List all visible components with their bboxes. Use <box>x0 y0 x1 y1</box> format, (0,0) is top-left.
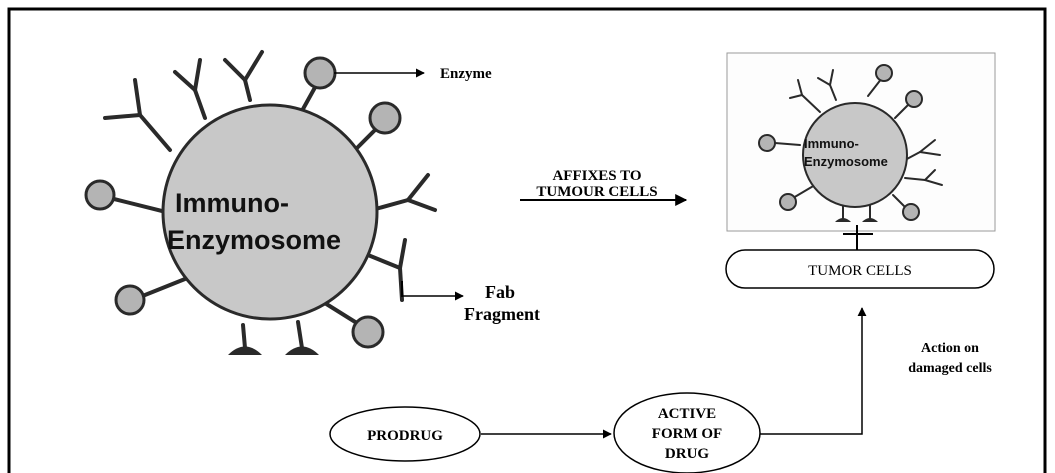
prodrug-label: PRODRUG <box>367 428 443 444</box>
tumor-cells-label: TUMOR CELLS <box>808 263 912 279</box>
prodrug-node <box>329 406 481 462</box>
right-particle-label-line2: Enzymosome <box>804 154 888 169</box>
enzyme-4 <box>114 284 146 316</box>
affixes-label-line1: AFFIXES TO <box>552 168 641 184</box>
enzyme-2 <box>368 101 402 135</box>
right-particle-label-line1: Immuno- <box>804 136 859 151</box>
fab-label-line2: Fragment <box>464 304 540 324</box>
bound-liposome-sphere <box>802 102 908 208</box>
anchor-foot-2 <box>285 346 319 355</box>
enzyme-3 <box>84 179 116 211</box>
bound-enzyme-1 <box>875 64 893 82</box>
antibody-4 <box>370 173 437 212</box>
bound-enzyme-4 <box>779 193 797 211</box>
action-label-line2: damaged cells <box>908 361 992 376</box>
active-drug-label-line1: ACTIVE <box>658 406 716 422</box>
enzyme-5 <box>351 315 385 349</box>
action-arrow <box>760 307 867 435</box>
antibody-2 <box>173 58 207 120</box>
anchor-foot-1 <box>228 346 262 355</box>
tumor-cells-box <box>725 249 995 289</box>
active-drug-node <box>613 392 761 473</box>
bound-enzyme-3 <box>758 134 776 152</box>
affixes-label-line2: TUMOUR CELLS <box>536 184 657 200</box>
antibody-3 <box>223 50 264 102</box>
left-particle-label-line1: Immuno- <box>175 188 289 218</box>
left-particle-label-line2: Enzymosome <box>167 225 341 255</box>
liposome-sphere <box>161 103 379 321</box>
enzyme-1 <box>303 56 337 90</box>
fab-label-line1: Fab <box>485 282 515 302</box>
enzyme-label: Enzyme <box>440 66 492 82</box>
bound-enzyme-2 <box>905 90 923 108</box>
left-immunoenzymosome: Immuno- Enzymosome <box>84 50 437 355</box>
outer-frame <box>7 7 1047 473</box>
right-immunoenzymosome: Immuno- Enzymosome <box>758 64 943 222</box>
antibody-5 <box>366 238 407 302</box>
bound-enzyme-5 <box>902 203 920 221</box>
action-label-line1: Action on <box>921 341 979 356</box>
active-drug-label-line3: DRUG <box>665 446 709 462</box>
antibody-1 <box>103 78 172 152</box>
active-drug-label-line2: FORM OF <box>652 426 722 442</box>
